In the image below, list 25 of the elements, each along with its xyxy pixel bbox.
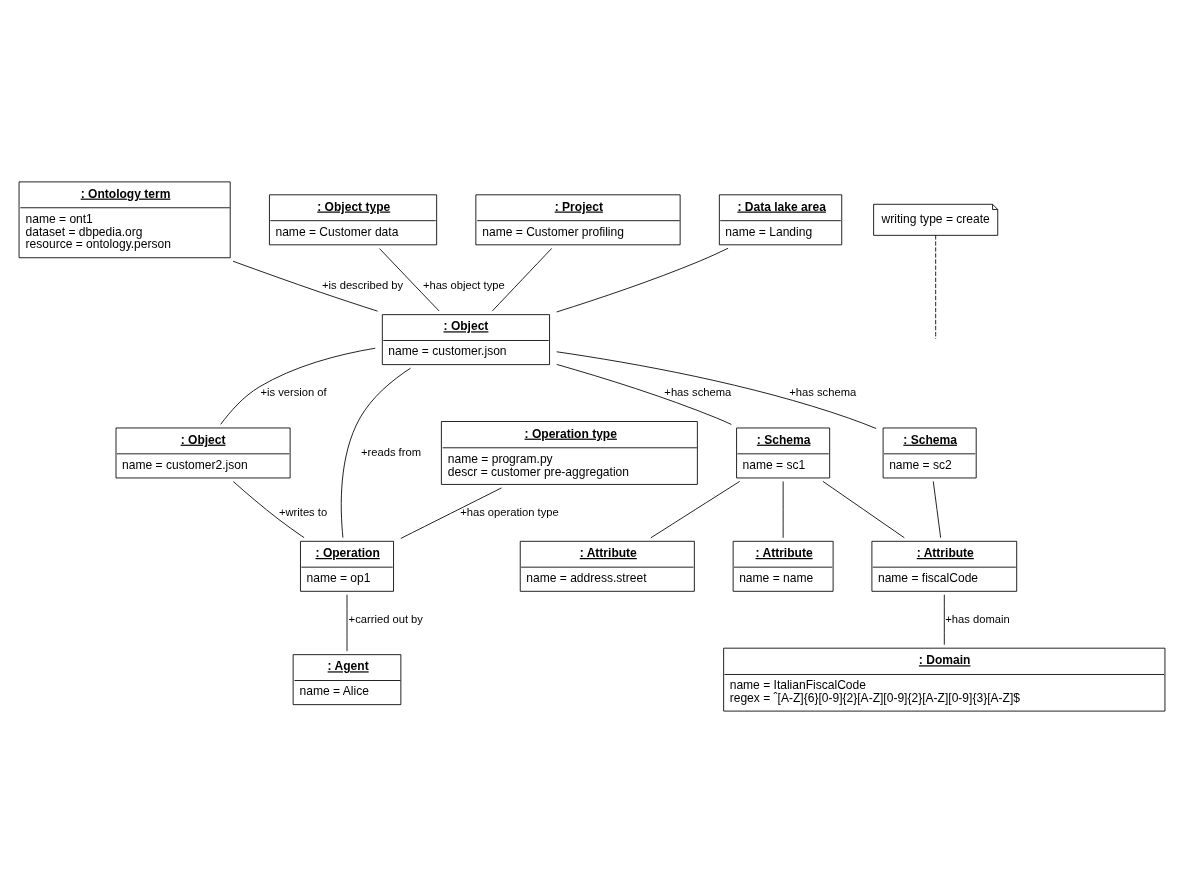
edge-label: +has operation type xyxy=(460,505,559,518)
connector xyxy=(232,260,378,312)
edge-label: +writes to xyxy=(278,505,328,518)
connector xyxy=(935,234,937,340)
connector xyxy=(492,247,553,312)
connector xyxy=(556,247,729,313)
edge-label: +has object type xyxy=(422,279,505,292)
edge-label: +has domain xyxy=(945,612,1010,625)
connector xyxy=(232,481,305,539)
edge-label: +reads from xyxy=(360,445,421,458)
connector xyxy=(220,347,376,425)
connector xyxy=(650,481,741,539)
connector xyxy=(943,594,945,646)
edge-label: +carried out by xyxy=(348,612,423,625)
connector xyxy=(400,487,502,539)
connector xyxy=(379,248,440,312)
edge-label: +is described by xyxy=(321,279,404,292)
edge-label: +has schema xyxy=(789,385,857,398)
edge-label: +has schema xyxy=(664,385,732,398)
connector xyxy=(822,481,905,539)
connector xyxy=(556,351,877,429)
connector xyxy=(932,481,942,539)
edge-label: +is version of xyxy=(260,385,327,398)
connector xyxy=(556,364,732,425)
connector xyxy=(340,367,411,539)
